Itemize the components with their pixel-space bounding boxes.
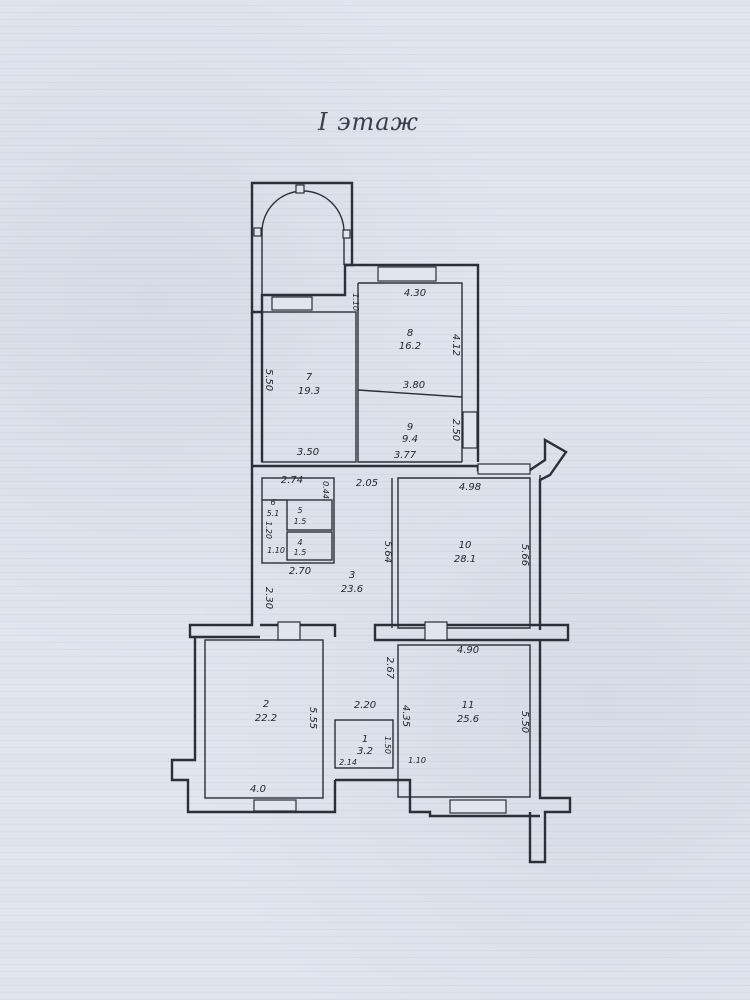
dim-3-80: 3.80 xyxy=(403,380,425,391)
room11-window xyxy=(449,799,507,814)
dim-2-05: 2.05 xyxy=(356,478,378,489)
room11-area: 25.6 xyxy=(457,714,479,725)
dim-2-14: 2.14 xyxy=(339,758,357,767)
utility-block xyxy=(261,477,335,564)
bay-arch xyxy=(261,190,345,295)
room3-number: 3 xyxy=(349,570,355,581)
room10-number: 10 xyxy=(459,540,472,551)
door-room11 xyxy=(424,621,448,641)
dim-1-10-c: 1.10 xyxy=(408,756,426,765)
lower-cross-wall xyxy=(260,623,570,642)
room9-area: 9.4 xyxy=(402,434,418,445)
room1-walls xyxy=(334,719,394,769)
room8-window xyxy=(377,266,437,282)
dim-0-44: 0.44 xyxy=(321,481,330,499)
room7-number: 7 xyxy=(306,372,313,383)
dim-2-74: 2.74 xyxy=(281,475,303,486)
dim-3-77: 3.77 xyxy=(394,450,417,461)
dim-5-55: 5.55 xyxy=(307,707,318,729)
dim-4-0: 4.0 xyxy=(250,784,266,795)
bay-column-left xyxy=(253,227,262,237)
dim-1-10-a: 1.10 xyxy=(351,293,360,311)
room10-window-top xyxy=(477,463,531,475)
dim-4-12: 4.12 xyxy=(450,334,461,356)
room5-number: 5 xyxy=(297,506,302,515)
room10-area: 28.1 xyxy=(454,554,476,565)
bay-column-right xyxy=(342,229,351,239)
room10-walls xyxy=(397,477,531,629)
room6-area: 5.1 xyxy=(267,509,280,518)
right-exterior-wall xyxy=(528,640,572,864)
room2-walls xyxy=(204,639,324,799)
room4-number: 4 xyxy=(297,538,302,547)
dim-4-98: 4.98 xyxy=(459,482,481,493)
dim-5-50-b: 5.50 xyxy=(519,711,530,733)
dim-3-50: 3.50 xyxy=(297,447,319,458)
room-labels: 7 19.3 8 16.2 9 9.4 10 28.1 3 23.6 6 5.1… xyxy=(255,328,479,757)
dim-5-64: 5.64 xyxy=(382,541,393,563)
room2-area: 22.2 xyxy=(255,713,277,724)
room8-9-walls xyxy=(357,283,462,463)
dim-1-20: 1.20 xyxy=(264,521,273,539)
room5-area: 1.5 xyxy=(294,517,307,526)
room8-inner-wall xyxy=(358,282,463,462)
room7-opening xyxy=(271,296,313,311)
room1-number: 1 xyxy=(362,734,368,745)
floor-title: I этаж xyxy=(318,108,419,136)
room8-area: 16.2 xyxy=(399,341,421,352)
dim-2-67: 2.67 xyxy=(384,657,395,680)
bottom-wall xyxy=(335,778,540,818)
door-room2 xyxy=(277,621,301,641)
room7-area: 19.3 xyxy=(298,386,320,397)
dim-1-50: 1.50 xyxy=(383,736,392,754)
left-exterior-wall xyxy=(188,312,260,639)
dim-5-50-a: 5.50 xyxy=(263,369,274,391)
room5-box xyxy=(286,499,333,531)
outer-walls xyxy=(170,181,572,864)
top-right-wall xyxy=(345,263,480,462)
room7-walls xyxy=(261,311,357,463)
room2-window xyxy=(253,799,297,812)
bay-column-top xyxy=(295,184,305,194)
room2-outer-wall xyxy=(170,637,337,814)
room4-box xyxy=(286,531,333,561)
bay-wall xyxy=(250,181,354,314)
dim-4-90: 4.90 xyxy=(457,645,479,656)
dim-1-10-b: 1.10 xyxy=(267,546,285,555)
room2-number: 2 xyxy=(263,699,269,710)
dim-2-20: 2.20 xyxy=(354,700,376,711)
dim-5-66: 5.66 xyxy=(519,544,530,566)
room8-number: 8 xyxy=(407,328,413,339)
dim-2-30: 2.30 xyxy=(263,587,274,609)
room1-area: 3.2 xyxy=(357,746,373,757)
dim-4-30: 4.30 xyxy=(404,288,426,299)
room11-number: 11 xyxy=(462,700,475,711)
room8-9-divider xyxy=(357,389,463,398)
dim-2-50: 2.50 xyxy=(450,419,461,441)
room4-area: 1.5 xyxy=(294,548,307,557)
dimension-labels: 4.30 1.10 4.12 3.80 5.50 3.50 2.50 3.77 … xyxy=(250,288,530,795)
dim-4-35: 4.35 xyxy=(400,705,411,727)
room9-window xyxy=(462,411,478,449)
room6-number: 6 xyxy=(270,498,275,507)
room11-walls xyxy=(397,644,531,798)
room9-number: 9 xyxy=(407,422,413,433)
dim-2-70: 2.70 xyxy=(289,566,311,577)
room3-area: 23.6 xyxy=(341,584,363,595)
